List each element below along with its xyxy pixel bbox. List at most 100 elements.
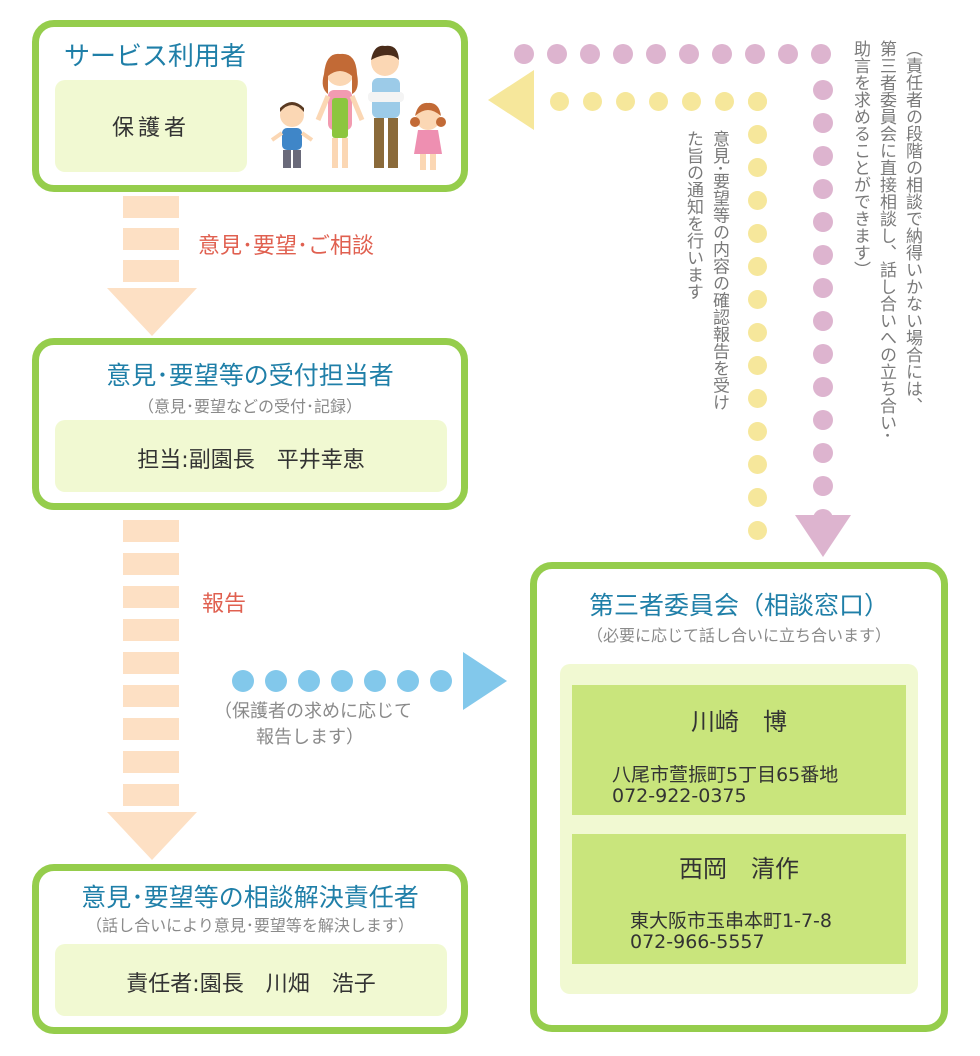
resolver-person: 責任者:園長 川畑 浩子 xyxy=(126,972,376,997)
pink-dot xyxy=(813,410,833,430)
pink-dot xyxy=(813,212,833,232)
committee-member-address: 八尾市萱振町5丁目65番地 xyxy=(612,764,839,786)
father-figure xyxy=(368,45,404,168)
blue-dot xyxy=(364,670,386,692)
yellow-dot xyxy=(748,323,767,342)
yellow-note-line-1: 意見･要望等の内容の確認報告を受け xyxy=(709,130,729,411)
guardian-label: 保護者 xyxy=(111,116,190,141)
committee-member-address: 東大阪市玉串本町1-7-8 xyxy=(630,910,832,932)
pink-note-line-2: 第三者委員会に直接相談し、話し合いへの立ち合い･ xyxy=(876,40,896,440)
yellow-dot xyxy=(616,92,635,111)
pink-arrow-head-left xyxy=(488,70,534,130)
committee-member-phone: 072-922-0375 xyxy=(612,785,747,807)
pink-dot xyxy=(813,476,833,496)
flow-arrow-2-segment xyxy=(123,751,179,773)
yellow-dot xyxy=(682,92,701,111)
flow-arrow-1-segment xyxy=(123,260,179,282)
flow-arrow-1-segment xyxy=(123,196,179,218)
committee-member-card xyxy=(572,834,906,964)
reception-person: 担当:副園長 平井幸恵 xyxy=(137,448,365,473)
blue-dot xyxy=(331,670,353,692)
pink-dot xyxy=(813,311,833,331)
pink-arrow-head-down xyxy=(795,515,851,557)
pink-dot xyxy=(813,80,833,100)
yellow-dot xyxy=(748,224,767,243)
committee-title: 第三者委員会（相談窓口） xyxy=(588,591,889,620)
committee-member-name: 西岡 清作 xyxy=(679,855,799,883)
flow-arrow-2-segment xyxy=(123,784,179,806)
pink-dot xyxy=(813,509,833,529)
reception-person-panel xyxy=(55,420,447,492)
pink-dot xyxy=(813,377,833,397)
pink-note-line-3: 助言を求めることができます） xyxy=(850,40,870,278)
pink-dot xyxy=(712,44,732,64)
flow-arrow-1-segment xyxy=(123,228,179,250)
committee-member-card xyxy=(572,685,906,815)
yellow-dot xyxy=(649,92,668,111)
resolver-person-panel xyxy=(55,944,447,1016)
blue-dot xyxy=(430,670,452,692)
report-note-line-2: 報告します） xyxy=(256,727,364,748)
pink-dot xyxy=(813,146,833,166)
yellow-dot xyxy=(748,488,767,507)
family-illustration xyxy=(270,45,446,170)
flow-label-opinion: 意見･要望･ご相談 xyxy=(198,234,375,259)
pink-dot xyxy=(547,44,567,64)
yellow-dot xyxy=(748,422,767,441)
pink-dot xyxy=(813,443,833,463)
reception-subtitle: （意見･要望などの受付･記録） xyxy=(137,397,362,416)
blue-dot xyxy=(265,670,287,692)
blue-dot xyxy=(298,670,320,692)
report-note-line-1: （保護者の求めに応じて xyxy=(214,701,412,722)
flow-arrow-2-segment xyxy=(123,553,179,575)
pink-dot xyxy=(813,179,833,199)
yellow-dot xyxy=(550,92,569,111)
pink-note: （責任者の段階の相談で納得いかない場合には、 第三者委員会に直接相談し、話し合い… xyxy=(847,40,925,560)
yellow-dot xyxy=(748,521,767,540)
yellow-dot xyxy=(748,356,767,375)
yellow-dot xyxy=(748,125,767,144)
flow-arrow-2-head xyxy=(107,812,197,860)
yellow-note: 意見･要望等の内容の確認報告を受け た旨の通知を行います xyxy=(680,130,732,550)
flow-arrow-2-segment xyxy=(123,652,179,674)
resolver-title: 意見･要望等の相談解決責任者 xyxy=(81,883,419,912)
pink-dot xyxy=(580,44,600,64)
yellow-dot xyxy=(748,257,767,276)
yellow-note-line-2: た旨の通知を行います xyxy=(683,130,703,300)
blue-dot xyxy=(397,670,419,692)
yellow-dot xyxy=(748,455,767,474)
committee-subtitle: （必要に応じて話し合いに立ち合います） xyxy=(586,626,891,645)
guardian-panel xyxy=(55,80,247,172)
pink-dot xyxy=(813,278,833,298)
pink-dot xyxy=(646,44,666,64)
yellow-dot xyxy=(715,92,734,111)
flow-arrow-2-segment xyxy=(123,685,179,707)
resolver-subtitle: （話し合いにより意見･要望等を解決します） xyxy=(86,916,414,935)
yellow-dot xyxy=(748,158,767,177)
boy-figure xyxy=(270,102,314,168)
committee-member-phone: 072-966-5557 xyxy=(630,931,765,953)
girl-figure xyxy=(410,102,446,170)
flow-arrow-2-segment xyxy=(123,586,179,608)
yellow-dot xyxy=(748,191,767,210)
flow-arrow-1-head xyxy=(107,288,197,336)
blue-dot xyxy=(232,670,254,692)
pink-dot xyxy=(514,44,534,64)
flow-arrow-2-segment xyxy=(123,718,179,740)
flow-arrow-2-segment xyxy=(123,520,179,542)
yellow-dot xyxy=(748,389,767,408)
pink-note-line-1: （責任者の段階の相談で納得いかない場合には、 xyxy=(902,40,922,414)
pink-dot xyxy=(745,44,765,64)
yellow-dot xyxy=(748,92,767,111)
pink-dot xyxy=(813,344,833,364)
service-user-title: サービス利用者 xyxy=(64,42,247,72)
reception-title: 意見･要望等の受付担当者 xyxy=(106,361,394,390)
flow-label-report: 報告 xyxy=(202,592,247,617)
pink-dot xyxy=(679,44,699,64)
pink-dot xyxy=(811,44,831,64)
committee-member-name: 川崎 博 xyxy=(691,708,787,736)
pink-dot xyxy=(613,44,633,64)
yellow-dot xyxy=(748,290,767,309)
mother-figure xyxy=(315,53,365,168)
pink-dot xyxy=(813,245,833,265)
